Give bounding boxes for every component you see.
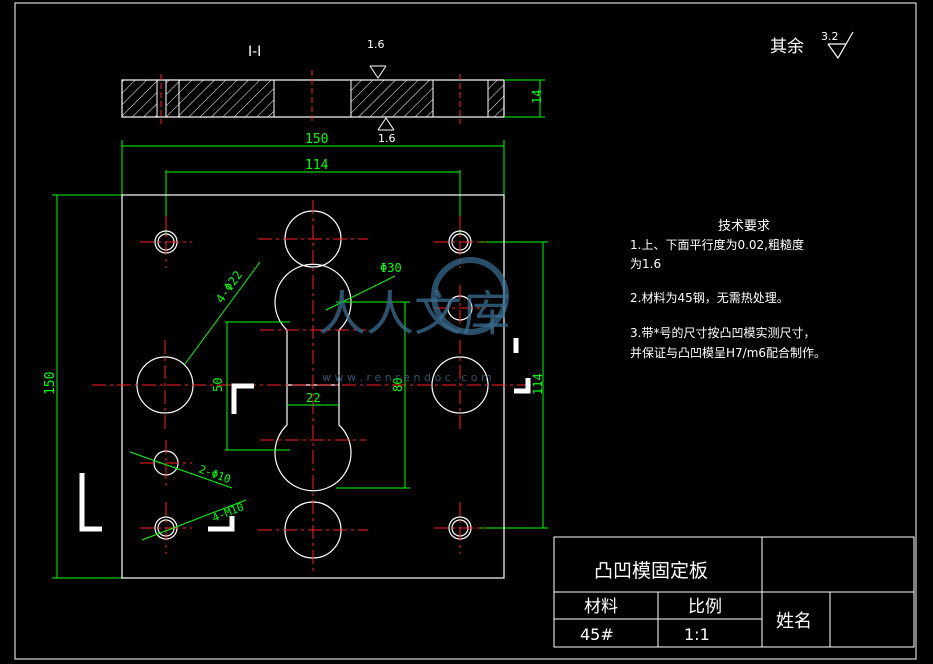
scale-label: 比例 <box>688 597 722 617</box>
section-label: I-I <box>248 44 261 60</box>
dim-overall-width-text: 150 <box>305 132 328 147</box>
leader-threads-text: 4-M10 <box>210 500 246 524</box>
material-label: 材料 <box>584 597 618 617</box>
scale-value: 1:1 <box>684 625 710 644</box>
tech-line1b: 为1.6 <box>630 257 661 271</box>
tech-line3b: 并保证与凸凹模呈H7/m6配合制作。 <box>630 345 826 360</box>
part-name: 凸凹模固定板 <box>594 560 708 582</box>
dim-slot: 50 80 22 Φ30 <box>211 261 410 489</box>
dim-slot-dia-text: Φ30 <box>380 261 402 275</box>
leader-big-holes-text: 4-Φ22 <box>213 268 245 306</box>
finish-mark-top: 1.6 <box>367 38 387 79</box>
center-slot <box>274 263 352 492</box>
leader-big-holes: 4-Φ22 <box>184 261 261 365</box>
dim-hole-spacing: 114 <box>165 158 461 235</box>
dim-thickness: 14 <box>504 79 545 118</box>
dim-overall-width: 150 <box>121 132 505 195</box>
dim-hole-spacing-text: 114 <box>305 158 329 173</box>
tech-line3a: 3.带*号的尺寸按凸凹模实测尺寸， <box>630 325 815 340</box>
watermark-url: w w w . r e n r e n d o c . c o m <box>322 371 492 384</box>
leader-pins: 2-Φ10 <box>129 451 233 489</box>
plate-outline <box>121 194 505 579</box>
corner-marks <box>79 338 531 532</box>
drawing-border <box>14 2 917 660</box>
finish-top-value: 1.6 <box>367 38 385 51</box>
finish-bottom-value: 1.6 <box>378 132 396 145</box>
dim-overall-height: 150 <box>43 194 122 579</box>
remaining-finish-value: 3.2 <box>821 30 839 43</box>
dim-right-spacing: 114 <box>480 241 548 529</box>
watermark: 人人文库 w w w . r e n r e n d o c . c o m <box>318 257 510 384</box>
tech-title: 技术要求 <box>718 219 770 234</box>
dim-right-spacing-text: 114 <box>531 373 545 395</box>
dim-slot-length-text: 50 <box>211 378 225 392</box>
finish-mark-bottom: 1.6 <box>377 117 396 145</box>
material-value: 45# <box>580 625 614 644</box>
title-block: 凸凹模固定板 材料 比例 45# 1:1 姓名 <box>553 536 915 648</box>
dim-slot-width-text: 22 <box>306 391 320 405</box>
remaining-finish-label: 其余 <box>770 37 804 57</box>
leader-pins-text: 2-Φ10 <box>197 463 233 487</box>
dim-slot-height-text: 80 <box>391 378 405 392</box>
tech-line1a: 1.上、下面平行度为0.02,粗糙度 <box>630 237 804 252</box>
centre-lines <box>92 200 535 575</box>
section-view <box>121 70 505 124</box>
name-label: 姓名 <box>776 611 812 632</box>
watermark-text: 人人文库 <box>318 286 510 342</box>
tech-requirements: 技术要求 1.上、下面平行度为0.02,粗糙度 为1.6 2.材料为45钢，无需… <box>630 219 826 360</box>
dim-thickness-text: 14 <box>530 90 544 104</box>
roughness-symbol: 3.2 <box>821 30 854 60</box>
dim-overall-height-text: 150 <box>43 372 58 395</box>
tech-line2: 2.材料为45钢，无需热处理。 <box>630 291 789 305</box>
